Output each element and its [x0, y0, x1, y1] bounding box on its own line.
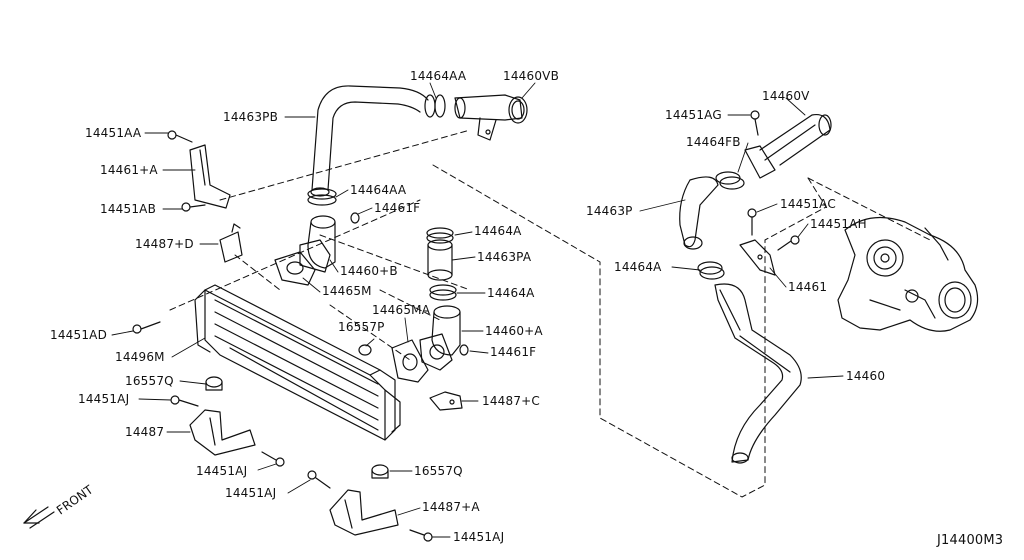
bolt-14451AB — [181, 202, 206, 212]
part-label-16557P: 16557P — [338, 320, 385, 334]
pipe-14460V — [744, 113, 832, 179]
clamp-14464AA-top — [424, 94, 446, 118]
part-label-14461F-bottom: 14461F — [490, 345, 537, 359]
part-label-14451AH: 14451AH — [810, 217, 867, 231]
part-label-14451AJ-3: 14451AJ — [225, 486, 277, 500]
bracket-14487 — [189, 409, 256, 456]
clamp-14464FB — [715, 171, 745, 190]
part-label-14464FB: 14464FB — [686, 135, 741, 149]
part-label-14464AA: 14464AA — [410, 69, 467, 83]
bracket-14487A — [329, 489, 399, 536]
clamp-14464A-1 — [426, 227, 454, 244]
intercooler-14496M — [194, 284, 401, 441]
part-label-14451AJ-4: 14451AJ — [453, 530, 505, 544]
elbow-14460B — [299, 215, 336, 273]
bracket-14487D — [219, 223, 243, 263]
part-label-14460V: 14460V — [762, 89, 810, 103]
part-label-14496M: 14496M — [115, 350, 165, 364]
bracket-14487C — [429, 391, 463, 411]
part-label-14461: 14461 — [788, 280, 828, 294]
bolt-14451AG — [750, 110, 760, 136]
part-label-14465M: 14465M — [322, 284, 372, 298]
part-label-14461A: 14461+A — [100, 163, 158, 177]
part-label-14460A: 14460+A — [485, 324, 543, 338]
part-label-14464AA-mid: 14464AA — [350, 183, 407, 197]
part-label-16557Q-1: 16557Q — [125, 374, 174, 388]
clamp-14464A-3 — [697, 261, 725, 280]
part-label-14463PB: 14463PB — [223, 110, 279, 124]
dashed-boundary-lines — [169, 129, 931, 498]
bolt-14451AA — [167, 130, 193, 143]
oring-14461F-top — [350, 212, 360, 224]
part-label-14461F-top: 14461F — [374, 201, 421, 215]
part-label-14451AB: 14451AB — [100, 202, 157, 216]
part-label-14460: 14460 — [846, 369, 886, 383]
part-label-14463PA: 14463PA — [477, 250, 532, 264]
part-label-14451AA: 14451AA — [85, 126, 142, 140]
part-label-14487A: 14487+A — [422, 500, 480, 514]
gasket-14465MA-2 — [419, 333, 453, 371]
part-label-14451AG: 14451AG — [665, 108, 722, 122]
tube-14460VB — [454, 94, 528, 141]
turbocharger — [837, 216, 979, 332]
hose-14463P — [679, 176, 719, 250]
bracket-14461 — [739, 239, 776, 276]
mount-16557P — [358, 344, 372, 356]
hose-14463PB — [310, 85, 429, 197]
part-label-14487: 14487 — [125, 425, 165, 439]
bolt-14451AJ-4 — [409, 529, 433, 542]
part-label-14451AJ-1: 14451AJ — [78, 392, 130, 406]
part-label-14460VB: 14460VB — [503, 69, 560, 83]
part-label-14464A-3: 14464A — [614, 260, 662, 274]
gasket-14465M — [274, 251, 316, 286]
mount-16557Q-1 — [205, 376, 223, 391]
diagram-id: J14400M3 — [937, 533, 1004, 548]
part-label-14451AD: 14451AD — [50, 328, 108, 342]
leader-lines — [111, 82, 844, 538]
bolt-14451AH — [777, 235, 800, 251]
bracket-14461A — [189, 144, 231, 209]
part-label-14464A-2: 14464A — [487, 286, 535, 300]
part-label-14487D: 14487+D — [135, 237, 194, 251]
bolt-14451AJ-1 — [170, 395, 199, 407]
bolt-14451AJ-3 — [307, 470, 331, 489]
hose-14463PA — [427, 239, 453, 281]
clamp-14464A-2 — [429, 284, 457, 301]
bolt-14451AC — [747, 208, 757, 236]
part-label-14451AC: 14451AC — [780, 197, 836, 211]
bolt-14451AD — [132, 321, 161, 334]
part-label-16557Q-2: 16557Q — [414, 464, 463, 478]
oring-14461F-bottom — [459, 344, 469, 356]
part-label-14460B: 14460+B — [340, 264, 398, 278]
pipe-14460 — [714, 283, 802, 464]
gasket-14465MA — [391, 339, 429, 383]
part-label-14463P: 14463P — [586, 204, 633, 218]
part-label-14464A-1: 14464A — [474, 224, 522, 238]
clamp-14464AA-mid — [307, 188, 337, 206]
part-label-14465MA: 14465MA — [372, 303, 431, 317]
part-label-14451AJ-2: 14451AJ — [196, 464, 248, 478]
elbow-14460A — [431, 305, 461, 356]
bolt-14451AJ-2 — [261, 451, 285, 467]
mount-16557Q-2 — [371, 464, 389, 479]
front-arrow-icon — [23, 506, 55, 529]
part-label-14487C: 14487+C — [482, 394, 541, 408]
